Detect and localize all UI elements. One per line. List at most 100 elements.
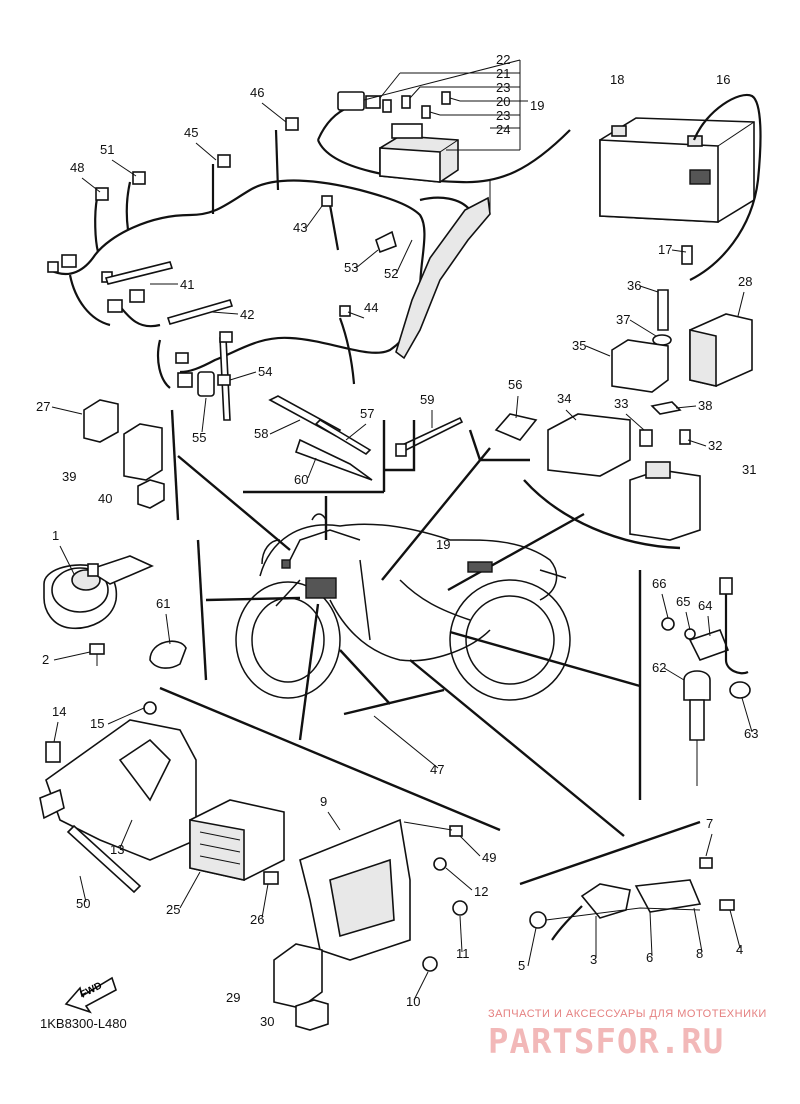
callout-14[interactable]: 14 — [52, 704, 66, 719]
callout-16[interactable]: 16 — [716, 72, 730, 87]
leader-line — [459, 835, 481, 857]
callout-64[interactable]: 64 — [698, 598, 712, 613]
leader-line — [413, 971, 429, 1001]
callout-15[interactable]: 15 — [90, 716, 104, 731]
leader-line — [53, 721, 59, 743]
callout-34[interactable]: 34 — [557, 391, 571, 406]
callout-4[interactable]: 4 — [736, 942, 743, 957]
relay-29-30[interactable] — [273, 943, 329, 1031]
leader-line — [107, 707, 145, 725]
callout-1[interactable]: 1 — [52, 528, 59, 543]
leader-line — [671, 249, 687, 253]
leader-line — [565, 409, 577, 421]
callout-8[interactable]: 8 — [696, 946, 703, 961]
callout-23[interactable]: 23 — [496, 108, 510, 123]
callout-37[interactable]: 37 — [616, 312, 630, 327]
leader-line — [79, 875, 87, 903]
callout-44[interactable]: 44 — [364, 300, 378, 315]
callout-35[interactable]: 35 — [572, 338, 586, 353]
callout-59[interactable]: 59 — [420, 392, 434, 407]
callout-17[interactable]: 17 — [658, 242, 672, 257]
callout-47[interactable]: 47 — [430, 762, 444, 777]
callout-10[interactable]: 10 — [406, 994, 420, 1009]
callout-63[interactable]: 63 — [744, 726, 758, 741]
callout-9[interactable]: 9 — [320, 794, 327, 809]
callout-46[interactable]: 46 — [250, 85, 264, 100]
leader-line — [515, 395, 519, 419]
callout-57[interactable]: 57 — [360, 406, 374, 421]
callout-3[interactable]: 3 — [590, 952, 597, 967]
rectifier-regulator[interactable] — [189, 799, 285, 885]
callout-66[interactable]: 66 — [652, 576, 666, 591]
callout-42[interactable]: 42 — [240, 307, 254, 322]
callout-52[interactable]: 52 — [384, 266, 398, 281]
callout-11[interactable]: 11 — [456, 946, 470, 961]
horn[interactable] — [43, 555, 154, 630]
callout-45[interactable]: 45 — [184, 125, 198, 140]
callout-19[interactable]: 19 — [530, 98, 544, 113]
callout-27[interactable]: 27 — [36, 399, 50, 414]
callout-48[interactable]: 48 — [70, 160, 84, 175]
callout-12[interactable]: 12 — [474, 884, 488, 899]
callout-61[interactable]: 61 — [156, 596, 170, 611]
callout-7[interactable]: 7 — [706, 816, 713, 831]
callout-2[interactable]: 2 — [42, 652, 49, 667]
callout-56[interactable]: 56 — [508, 377, 522, 392]
callout-40[interactable]: 40 — [98, 491, 112, 506]
relay-group-left[interactable] — [83, 399, 165, 509]
regulator-bracket[interactable] — [39, 701, 197, 894]
callout-19[interactable]: 19 — [436, 537, 450, 552]
callout-39[interactable]: 39 — [62, 469, 76, 484]
leader-line — [663, 667, 685, 681]
callout-43[interactable]: 43 — [293, 220, 307, 235]
wire-harness[interactable] — [47, 117, 491, 389]
callout-36[interactable]: 36 — [627, 278, 641, 293]
callout-26[interactable]: 26 — [250, 912, 264, 927]
callout-23[interactable]: 23 — [496, 80, 510, 95]
callout-25[interactable]: 25 — [166, 902, 180, 917]
leader-line — [693, 907, 703, 953]
mount-bracket[interactable] — [529, 857, 735, 941]
callout-22[interactable]: 22 — [496, 52, 510, 67]
callout-6[interactable]: 6 — [646, 950, 653, 965]
leader-line — [111, 159, 137, 177]
fuse-leader-lines — [363, 59, 528, 151]
callout-53[interactable]: 53 — [344, 260, 358, 275]
leader-line — [625, 413, 645, 431]
battery[interactable] — [599, 117, 755, 223]
callout-30[interactable]: 30 — [260, 1014, 274, 1029]
callout-50[interactable]: 50 — [76, 896, 90, 911]
callout-31[interactable]: 31 — [742, 462, 756, 477]
callout-29[interactable]: 29 — [226, 990, 240, 1005]
fuse-box-assembly[interactable] — [316, 91, 571, 184]
callout-54[interactable]: 54 — [258, 364, 272, 379]
callout-51[interactable]: 51 — [100, 142, 114, 157]
callout-41[interactable]: 41 — [180, 277, 194, 292]
callout-62[interactable]: 62 — [652, 660, 666, 675]
cable-ties — [104, 230, 397, 421]
callout-5[interactable]: 5 — [518, 958, 525, 973]
callout-24[interactable]: 24 — [496, 122, 510, 137]
relay-cover-group[interactable] — [494, 245, 753, 541]
callout-20[interactable]: 20 — [496, 94, 510, 109]
callout-18[interactable]: 18 — [610, 72, 624, 87]
callout-58[interactable]: 58 — [254, 426, 268, 441]
leader-line — [705, 833, 713, 857]
leader-line — [269, 419, 301, 435]
callout-55[interactable]: 55 — [192, 430, 206, 445]
ecu-bracket[interactable] — [299, 818, 468, 972]
callout-32[interactable]: 32 — [708, 438, 722, 453]
callout-38[interactable]: 38 — [698, 398, 712, 413]
callout-28[interactable]: 28 — [738, 274, 752, 289]
leader-line — [53, 651, 91, 661]
callout-33[interactable]: 33 — [614, 396, 628, 411]
callout-60[interactable]: 60 — [294, 472, 308, 487]
clips-and-ties — [268, 395, 464, 481]
leader-line — [649, 911, 653, 957]
fuse-icon — [382, 91, 451, 119]
callout-13[interactable]: 13 — [110, 842, 124, 857]
callout-21[interactable]: 21 — [496, 66, 510, 81]
callout-49[interactable]: 49 — [482, 850, 496, 865]
callout-65[interactable]: 65 — [676, 594, 690, 609]
